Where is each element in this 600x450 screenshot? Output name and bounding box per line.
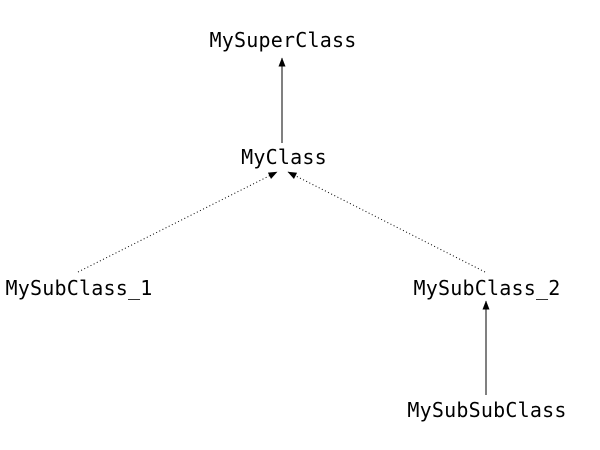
node-mysubsubclass: MySubSubClass: [407, 398, 567, 422]
node-myclass: MyClass: [241, 145, 327, 169]
node-mysuperclass: MySuperClass: [209, 28, 357, 52]
node-mysubclass-1: MySubClass_1: [5, 276, 153, 300]
edge-mysubclass-1-to-myclass: [77, 171, 278, 273]
edge-mysubclass-2-to-myclass: [287, 171, 486, 273]
node-mysubclass-2: MySubClass_2: [413, 276, 561, 300]
